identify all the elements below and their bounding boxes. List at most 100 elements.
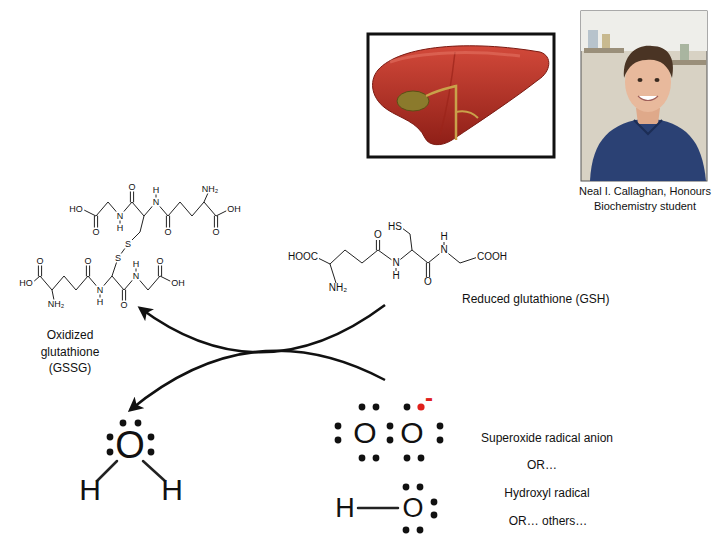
bond-line [330, 264, 336, 283]
molecule-name: Oxidized glutathione (GSSG) [30, 327, 110, 377]
node-text: Hydroxyl radical [504, 487, 589, 499]
electron-dot [417, 527, 424, 534]
photo-bottle [680, 44, 689, 60]
atom-symbol: N [439, 245, 448, 255]
reaction-arrow [130, 351, 385, 410]
atom-symbol: H [161, 475, 183, 505]
liver-frame [368, 34, 554, 157]
atom-symbol: S [124, 240, 132, 249]
atom-symbol: O [35, 257, 44, 266]
photo-eye [655, 78, 660, 82]
atom-symbol: COOH [476, 252, 508, 262]
bile-duct [426, 86, 456, 140]
molecule-group: Oxidized glutathione (GSSG) [20, 300, 140, 380]
electron-dot [387, 423, 394, 430]
atom-symbol: O [119, 301, 128, 310]
atom-symbol: O [115, 426, 145, 464]
photo-caption: Neal I. Callaghan, Honours Biochemistry … [578, 184, 712, 214]
electron-dot [335, 437, 342, 444]
atom-symbol: H [96, 298, 105, 307]
atom-symbol: O [127, 183, 136, 192]
electron-dot [404, 455, 411, 462]
atom-symbol: O [373, 230, 383, 240]
atom-symbol: N [96, 286, 105, 295]
photo-frame [581, 11, 707, 181]
molecule-name: Superoxide radical anion [481, 432, 613, 444]
electron-dot [148, 449, 155, 456]
molecule-group: Superoxide radical anionOR… Hydroxyl radi… [330, 380, 640, 535]
atom-symbol: OH [170, 279, 186, 288]
liver-shape [373, 46, 549, 145]
atom-symbol: O [352, 418, 377, 448]
electron-dot [403, 527, 410, 534]
electron-dot [404, 404, 411, 411]
unpaired-electron-dot [417, 403, 424, 410]
atom-symbol: NH₂ [201, 185, 220, 194]
electron-dot [335, 423, 342, 430]
atom-symbol: O [91, 228, 100, 237]
photo-collar [634, 120, 662, 134]
bond-line [402, 228, 412, 250]
photo-shelf [672, 60, 706, 65]
photo-sweater [590, 118, 706, 181]
electron-dot [107, 434, 114, 441]
atom-symbol: HO [18, 279, 34, 288]
photo-bottle [602, 34, 610, 48]
atom-symbol: HS [387, 222, 403, 232]
reaction-arrow [140, 305, 385, 352]
atom-symbol: O [155, 257, 164, 266]
electron-dot [418, 455, 425, 462]
electron-dot [387, 437, 394, 444]
liver-lobe-line [440, 52, 455, 135]
bile-duct [456, 111, 478, 118]
atom-symbol: H [132, 260, 141, 269]
atom-symbol: S [114, 254, 122, 263]
atom-symbol: NH₂ [328, 283, 348, 293]
atom-symbol: H [439, 232, 448, 242]
charge-sign: - [424, 386, 434, 410]
electron-dot [403, 484, 410, 491]
atom-symbol: H [116, 224, 125, 233]
atom-symbol: O [399, 418, 424, 448]
bond-line [112, 216, 144, 276]
node-text: OR… [527, 459, 557, 471]
bond-line [358, 507, 398, 510]
electron-dot [373, 404, 380, 411]
atom-symbol: N [116, 212, 125, 221]
atom-symbol: O [401, 495, 424, 522]
atom-symbol: O [83, 257, 92, 266]
bond-line [52, 290, 54, 300]
gallbladder [397, 91, 429, 111]
electron-dot [359, 455, 366, 462]
photo-shelf [584, 48, 624, 53]
electron-dot [373, 455, 380, 462]
molecule-name: Reduced glutathione (GSH) [462, 293, 609, 305]
electron-dot [437, 437, 444, 444]
atom-symbol: H [334, 495, 356, 522]
atom-symbol: H [391, 271, 400, 281]
node-text: OR… others… [509, 515, 588, 527]
electron-dot [148, 434, 155, 441]
photo-eye [638, 78, 643, 82]
photo-hair [624, 46, 673, 78]
atom-symbol: OH [226, 205, 242, 214]
electron-dot [417, 484, 424, 491]
electron-dot [107, 449, 114, 456]
electron-dot [437, 423, 444, 430]
atom-symbol: O [423, 277, 433, 287]
atom-symbol: O [163, 228, 172, 237]
atom-symbol: H [79, 475, 101, 505]
electron-dot [431, 499, 438, 506]
photo-bottle [588, 30, 598, 48]
atom-symbol: O [211, 228, 220, 237]
atom-symbol: HOOC [287, 252, 319, 262]
atom-symbol: N [132, 272, 141, 281]
atom-symbol: HO [68, 205, 84, 214]
electron-dot [431, 512, 438, 519]
molecule-structure: OH H [75, 410, 190, 505]
atom-symbol: H [152, 186, 161, 195]
atom-symbol: N [391, 258, 400, 268]
